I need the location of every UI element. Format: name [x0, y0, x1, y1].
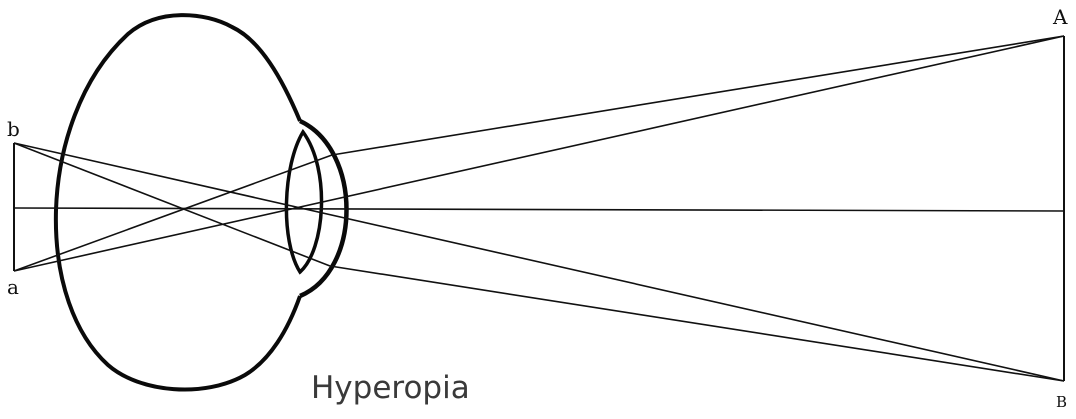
eyeball-outline — [56, 15, 300, 389]
diagram-caption: Hyperopia — [311, 370, 470, 406]
label-b: b — [7, 117, 20, 141]
label-A: A — [1052, 5, 1068, 29]
ray-A-upper — [332, 36, 1064, 155]
ray-A-through-center — [14, 155, 332, 271]
label-a: a — [7, 275, 19, 299]
ray-B-lower — [330, 266, 1064, 381]
label-B: B — [1056, 393, 1067, 411]
optical-axis — [14, 208, 1064, 211]
ray-B-upper — [14, 143, 1064, 381]
ray-A-lower — [14, 36, 1064, 271]
